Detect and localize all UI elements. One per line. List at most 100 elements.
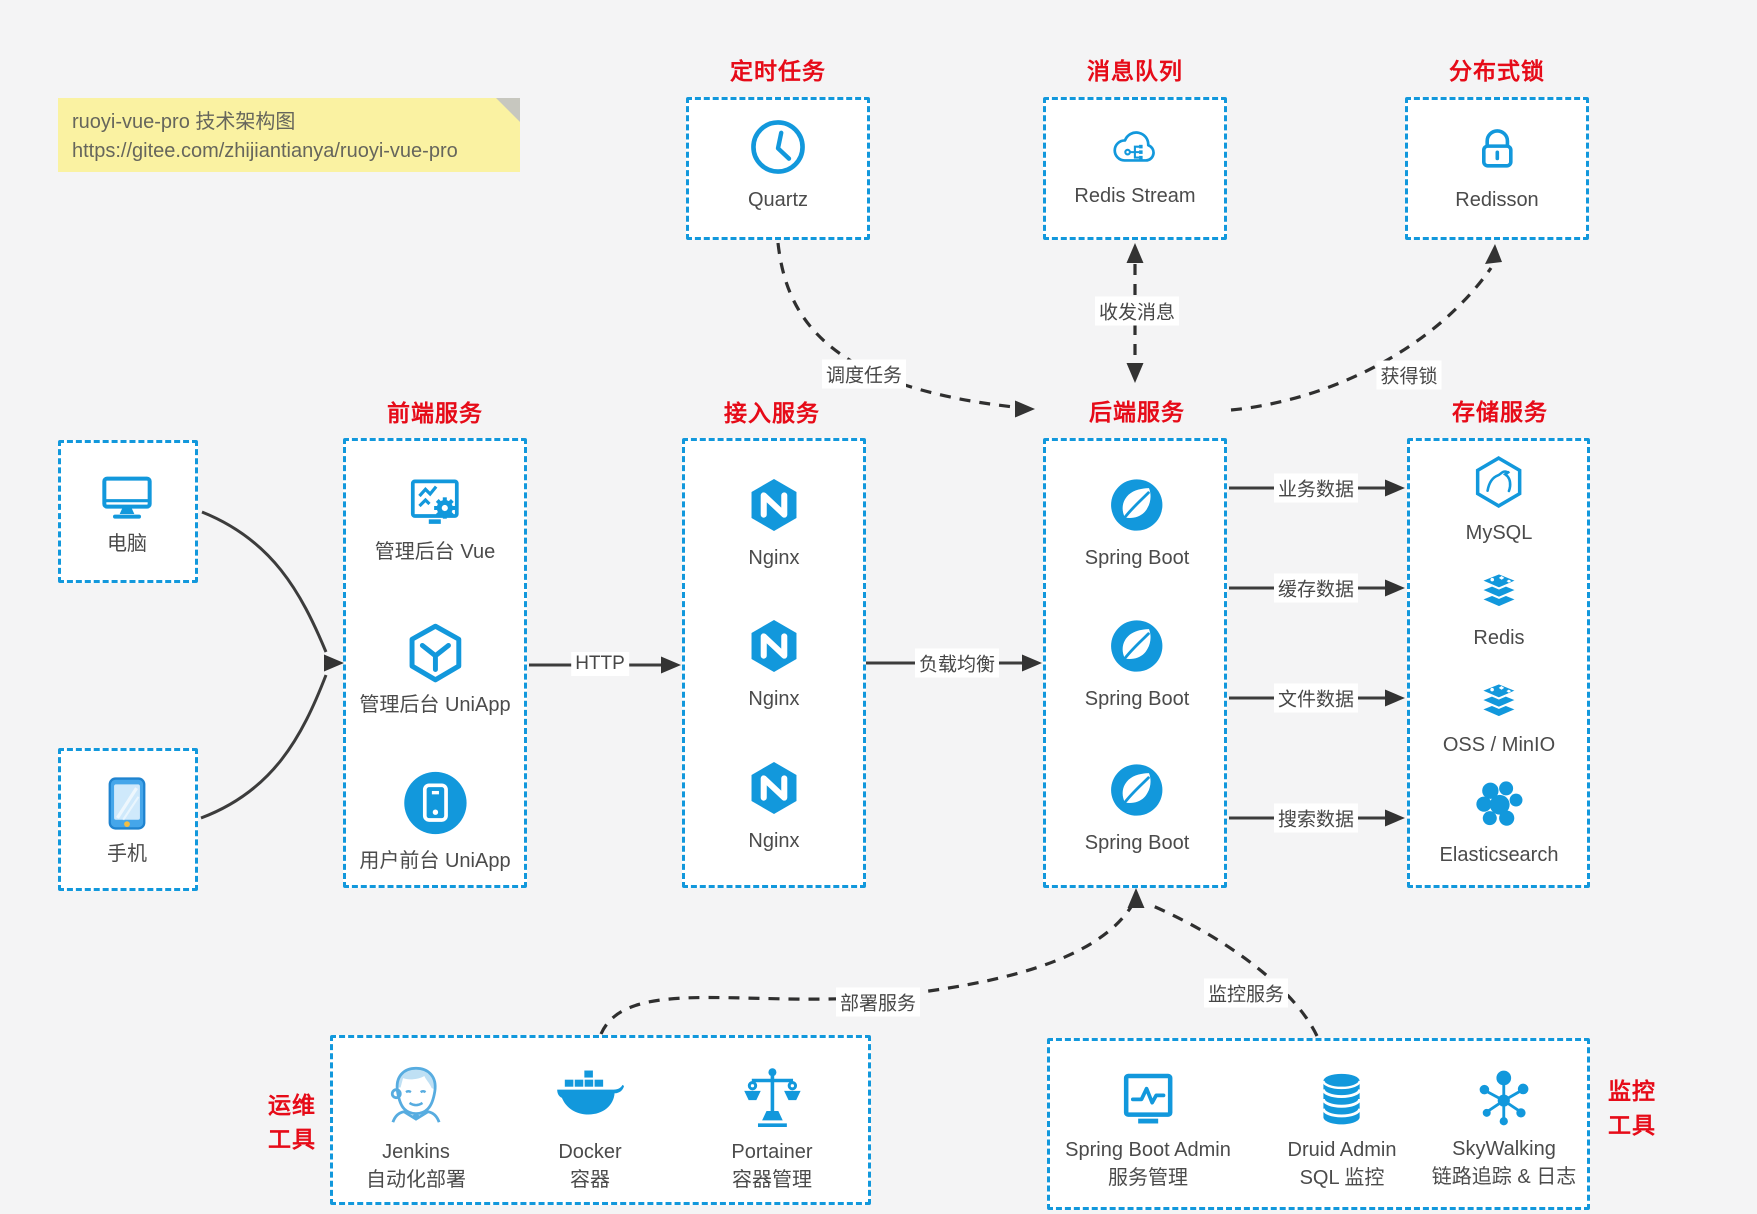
title-devops-line2: 工具 xyxy=(268,1126,316,1152)
node-springboot-2-label: Spring Boot xyxy=(1084,688,1190,710)
nginx-icon xyxy=(745,476,803,534)
node-oss-minio-label: OSS / MinIO xyxy=(1442,734,1556,756)
title-devops-line1: 运维 xyxy=(268,1092,316,1118)
node-oss-minio: OSS / MinIO xyxy=(1443,675,1555,758)
label-monitor: 监控服务 xyxy=(1203,978,1289,1008)
node-jenkins: Jenkins 自动化部署 xyxy=(366,1059,466,1193)
node-skywalking: SkyWalking 链路追踪 & 日志 xyxy=(1432,1067,1576,1190)
title-storage: 存储服务 xyxy=(1452,399,1548,425)
title-monitoring-line1: 监控 xyxy=(1608,1078,1656,1104)
springboot-admin-icon xyxy=(1116,1066,1180,1130)
node-springboot-3-label: Spring Boot xyxy=(1084,832,1190,854)
node-nginx-1-label: Nginx xyxy=(748,547,800,569)
node-jenkins-label1: Jenkins xyxy=(382,1141,450,1163)
node-jenkins-label2: 自动化部署 xyxy=(366,1169,466,1191)
label-load-balance: 负载均衡 xyxy=(914,648,1000,678)
node-nginx-2: Nginx xyxy=(745,617,803,712)
title-frontend: 前端服务 xyxy=(387,400,483,426)
deploy-monitor-arrowhead xyxy=(1127,888,1145,908)
devops-tools-box xyxy=(330,1035,871,1205)
springboot-icon xyxy=(1109,477,1165,533)
title-backend: 后端服务 xyxy=(1089,399,1185,425)
portainer-icon xyxy=(739,1061,805,1133)
note-fold-corner-icon xyxy=(496,98,520,122)
node-springboot-admin-label1: Spring Boot Admin xyxy=(1065,1139,1231,1161)
node-skywalking-label2: 链路追踪 & 日志 xyxy=(1431,1166,1577,1188)
node-portainer-label1: Portainer xyxy=(731,1141,813,1163)
node-redis-stream-label: Redis Stream xyxy=(1074,185,1196,207)
node-quartz: Quartz xyxy=(747,116,809,213)
node-mobile: 手机 xyxy=(104,775,150,867)
mq-cloud-icon xyxy=(1104,124,1166,174)
node-druid-label1: Druid Admin xyxy=(1287,1139,1397,1161)
node-elasticsearch: Elasticsearch xyxy=(1439,775,1559,868)
label-lock: 获得锁 xyxy=(1376,360,1442,390)
node-mobile-label: 手机 xyxy=(107,843,147,865)
node-redis: Redis xyxy=(1467,565,1531,651)
node-portainer-label2: 容器管理 xyxy=(732,1169,812,1191)
phone-icon xyxy=(104,775,150,832)
node-mysql-label: MySQL xyxy=(1465,522,1533,544)
uniapp-cube-icon xyxy=(402,620,468,686)
sticky-note: ruoyi-vue-pro 技术架构图 https://gitee.com/zh… xyxy=(58,98,520,172)
title-scheduled-task: 定时任务 xyxy=(730,58,826,84)
message-up-arrowhead xyxy=(1126,243,1144,263)
node-docker-label1: Docker xyxy=(558,1141,622,1163)
node-elasticsearch-label: Elasticsearch xyxy=(1439,844,1559,866)
node-springboot-admin-label2: 服务管理 xyxy=(1108,1167,1188,1189)
admin-vue-icon xyxy=(403,470,467,534)
title-monitoring-tools: 监控 工具 xyxy=(1608,1074,1656,1142)
frontend-arrowhead xyxy=(324,654,344,672)
elasticsearch-icon xyxy=(1470,775,1528,831)
business-data-arrowhead xyxy=(1385,479,1405,497)
node-skywalking-label1: SkyWalking xyxy=(1452,1138,1556,1160)
mobile-to-frontend-connector xyxy=(200,674,328,820)
get-lock-connector xyxy=(1230,267,1493,412)
label-schedule: 调度任务 xyxy=(821,359,907,389)
node-docker: Docker 容器 xyxy=(552,1069,628,1193)
skywalking-icon xyxy=(1473,1067,1535,1129)
node-admin-uniapp-label: 管理后台 UniApp xyxy=(359,694,511,716)
node-user-uniapp-label: 用户前台 UniApp xyxy=(359,850,511,872)
redis-icon xyxy=(1467,565,1531,615)
label-search-data: 搜索数据 xyxy=(1273,803,1359,833)
node-nginx-1: Nginx xyxy=(745,476,803,571)
monitor-connector xyxy=(1152,904,1319,1037)
node-springboot-1: Spring Boot xyxy=(1085,477,1189,571)
oss-icon xyxy=(1467,675,1531,725)
file-data-arrowhead xyxy=(1385,689,1405,707)
springboot-icon xyxy=(1109,762,1165,818)
label-cache-data: 缓存数据 xyxy=(1273,573,1359,603)
node-admin-uniapp: 管理后台 UniApp xyxy=(359,620,511,718)
node-pc: 电脑 xyxy=(95,464,159,557)
load-balance-arrowhead xyxy=(1022,654,1042,672)
schedule-arrowhead xyxy=(1015,400,1035,418)
search-data-arrowhead xyxy=(1385,809,1405,827)
nginx-icon xyxy=(745,759,803,817)
node-portainer: Portainer 容器管理 xyxy=(731,1061,813,1193)
jenkins-icon xyxy=(379,1059,453,1133)
node-redisson: Redisson xyxy=(1455,121,1539,213)
node-redis-label: Redis xyxy=(1473,627,1525,649)
node-docker-label2: 容器 xyxy=(570,1169,610,1191)
label-http: HTTP xyxy=(571,652,629,676)
node-springboot-2: Spring Boot xyxy=(1084,618,1190,712)
monitoring-tools-box xyxy=(1047,1038,1590,1210)
node-admin-vue-label: 管理后台 Vue xyxy=(374,541,496,563)
node-nginx-3-label: Nginx xyxy=(748,830,800,852)
get-lock-arrowhead xyxy=(1485,244,1502,264)
title-distributed-lock: 分布式锁 xyxy=(1449,58,1545,84)
node-springboot-3: Spring Boot xyxy=(1084,762,1190,856)
title-devops-tools: 运维 工具 xyxy=(268,1088,316,1156)
node-druid-label2: SQL 监控 xyxy=(1299,1167,1385,1189)
node-quartz-label: Quartz xyxy=(747,189,809,211)
mysql-icon xyxy=(1471,454,1527,510)
note-url: https://gitee.com/zhijiantianya/ruoyi-vu… xyxy=(72,140,458,162)
distributed-lock-box xyxy=(1405,97,1589,240)
node-nginx-2-label: Nginx xyxy=(748,688,800,710)
node-redisson-label: Redisson xyxy=(1455,189,1539,211)
label-deploy: 部署服务 xyxy=(835,987,921,1017)
node-admin-vue: 管理后台 Vue xyxy=(375,470,495,565)
message-queue-box xyxy=(1043,97,1227,240)
